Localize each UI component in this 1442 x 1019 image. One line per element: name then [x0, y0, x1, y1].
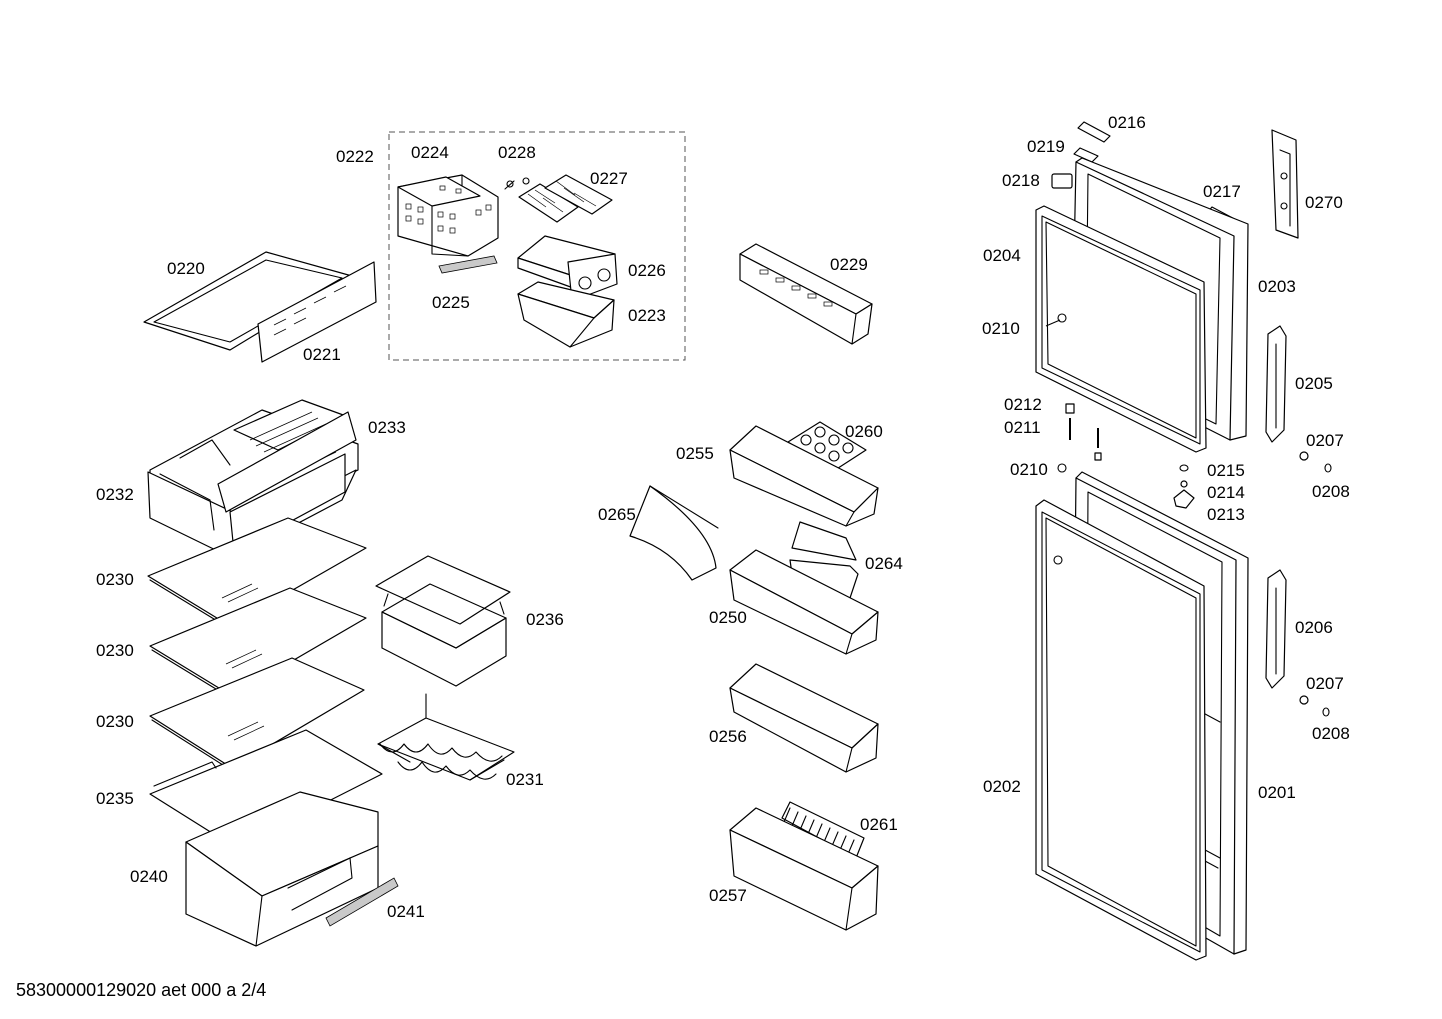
label-0255: 0255 — [676, 444, 714, 463]
label-0214: 0214 — [1207, 483, 1245, 502]
label-0207-low: 0207 — [1306, 674, 1344, 693]
part-0207-low — [1299, 695, 1309, 705]
label-0208-top: 0208 — [1312, 482, 1350, 501]
part-0227-ice-trays — [518, 174, 613, 223]
label-0220: 0220 — [167, 259, 205, 278]
part-0256-door-bin — [729, 663, 879, 773]
label-0265: 0265 — [598, 505, 636, 524]
label-0240: 0240 — [130, 867, 168, 886]
label-0213: 0213 — [1207, 505, 1245, 524]
label-0217: 0217 — [1203, 182, 1241, 201]
label-0223: 0223 — [628, 306, 666, 325]
part-0221-front-panel — [257, 261, 377, 363]
label-0208-low: 0208 — [1312, 724, 1350, 743]
label-0210-mid: 0210 — [1010, 460, 1048, 479]
label-0250: 0250 — [709, 608, 747, 627]
label-0215: 0215 — [1207, 461, 1245, 480]
label-0226: 0226 — [628, 261, 666, 280]
part-0205-handle — [1265, 325, 1287, 443]
label-0203: 0203 — [1258, 277, 1296, 296]
part-0211c — [1094, 452, 1102, 461]
label-0205: 0205 — [1295, 374, 1333, 393]
part-0265-divider — [629, 485, 719, 581]
label-0230-2: 0230 — [96, 641, 134, 660]
part-0230-glass-shelf-3 — [149, 657, 365, 773]
label-0207-top: 0207 — [1306, 431, 1344, 450]
part-0255-door-bin — [729, 425, 879, 527]
part-0223-tray — [517, 281, 615, 348]
label-0228: 0228 — [498, 143, 536, 162]
part-0224-bracket — [397, 174, 499, 257]
part-0207-top — [1299, 451, 1309, 461]
part-0241-strip — [325, 877, 399, 927]
label-0230-3: 0230 — [96, 712, 134, 731]
part-0215 — [1179, 464, 1189, 472]
label-0219: 0219 — [1027, 137, 1065, 156]
label-0230-1: 0230 — [96, 570, 134, 589]
label-0218: 0218 — [1002, 171, 1040, 190]
part-0210-mid — [1057, 463, 1067, 473]
part-0233-drawer-cover — [217, 399, 357, 513]
group-box-0222 — [388, 131, 686, 361]
label-0264: 0264 — [865, 554, 903, 573]
part-0202-fridge-gasket — [1035, 499, 1207, 961]
label-0227: 0227 — [590, 169, 628, 188]
label-0206: 0206 — [1295, 618, 1333, 637]
part-0250-door-bin — [729, 549, 879, 655]
label-0232: 0232 — [96, 485, 134, 504]
part-0231-wine-rack — [377, 693, 515, 781]
label-0204: 0204 — [983, 246, 1021, 265]
label-0235: 0235 — [96, 789, 134, 808]
label-0225: 0225 — [432, 293, 470, 312]
part-0264-small-box — [789, 521, 859, 599]
label-0210-top: 0210 — [982, 319, 1020, 338]
part-0212 — [1065, 403, 1075, 414]
label-0270: 0270 — [1305, 193, 1343, 212]
label-0257: 0257 — [709, 886, 747, 905]
part-0236-small-drawer — [375, 555, 511, 687]
part-0204-freezer-gasket — [1035, 205, 1207, 453]
label-0221: 0221 — [303, 345, 341, 364]
label-0229: 0229 — [830, 255, 868, 274]
label-0261: 0261 — [860, 815, 898, 834]
label-0224: 0224 — [411, 143, 449, 162]
part-0257-door-bin — [729, 807, 879, 931]
label-0236: 0236 — [526, 610, 564, 629]
part-0213 — [1173, 489, 1195, 509]
part-0229-door-bin — [739, 243, 873, 345]
part-0210-top — [1057, 313, 1067, 323]
label-0256: 0256 — [709, 727, 747, 746]
label-0201: 0201 — [1258, 783, 1296, 802]
label-0216: 0216 — [1108, 113, 1146, 132]
label-0212: 0212 — [1004, 395, 1042, 414]
part-0208-top — [1324, 463, 1332, 473]
leader-0210-top — [1045, 319, 1061, 327]
label-0233: 0233 — [368, 418, 406, 437]
part-0210-low — [1053, 555, 1063, 565]
part-0208-low — [1322, 707, 1330, 717]
label-0231: 0231 — [506, 770, 544, 789]
label-0202: 0202 — [983, 777, 1021, 796]
part-0225-strip — [438, 255, 498, 274]
part-0228-clips — [504, 177, 530, 190]
part-0218 — [1051, 173, 1073, 189]
label-0211: 0211 — [1004, 418, 1041, 437]
part-0270 — [1271, 129, 1299, 239]
label-0260: 0260 — [845, 422, 883, 441]
label-0222: 0222 — [336, 147, 374, 166]
part-0226-ice-box — [517, 235, 618, 302]
part-0206-handle — [1265, 569, 1287, 689]
part-0216 — [1077, 121, 1111, 143]
part-number-labels: 0222 0224 0228 0227 0226 0223 0225 0220 … — [96, 113, 1350, 921]
drawing-number: 58300000129020 aet 000 a 2/4 — [16, 980, 267, 1000]
label-0241: 0241 — [387, 902, 425, 921]
part-0214 — [1180, 480, 1188, 488]
